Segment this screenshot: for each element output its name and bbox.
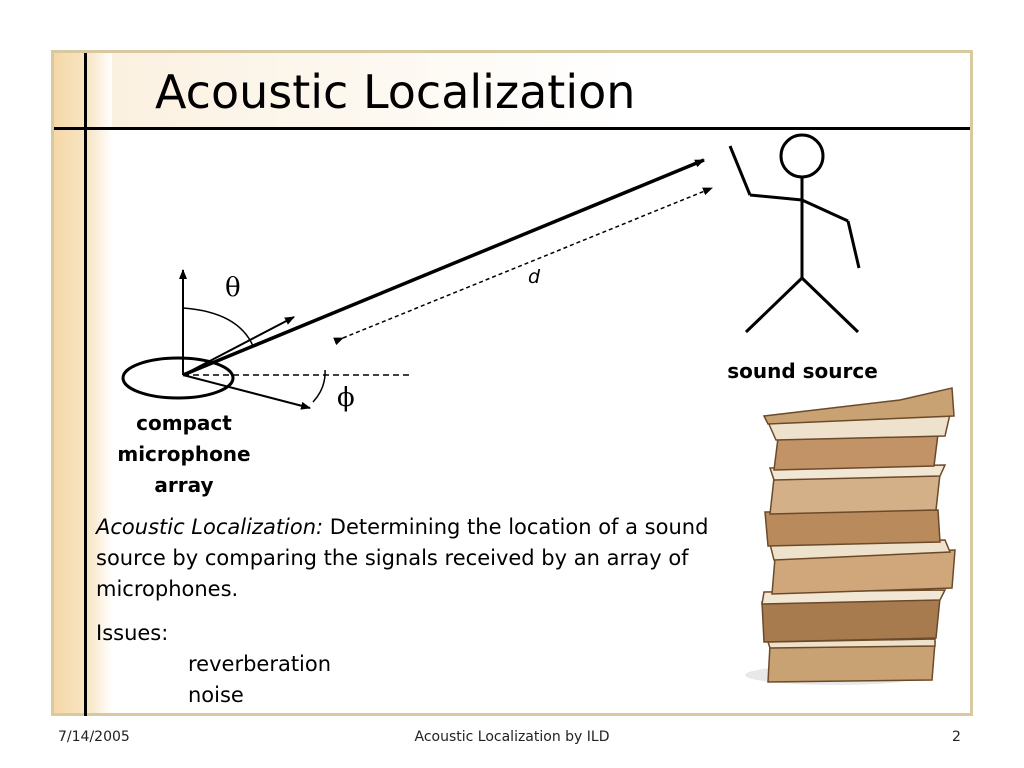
sound-source-label: sound source (727, 359, 878, 383)
microphone-array-ellipse (121, 356, 235, 400)
slide-title: Acoustic Localization (155, 65, 636, 119)
footer-page-number: 2 (952, 729, 961, 745)
phi-arc (312, 369, 326, 403)
direction-arrow-lower (182, 374, 311, 410)
footer-date: 7/14/2005 (58, 729, 130, 745)
stick-figure-icon (728, 133, 861, 334)
direction-arrow-upper (182, 316, 295, 376)
definition-term: Acoustic Localization: (96, 515, 324, 539)
title-decor-band (112, 53, 970, 128)
books-stack-icon (745, 387, 956, 685)
phi-symbol: ϕ (337, 383, 355, 413)
slide-frame (51, 50, 973, 716)
distance-label: d (528, 266, 541, 288)
vertical-rule (84, 53, 87, 716)
definition-text: Determining the location of a sound sour… (96, 515, 709, 601)
source-direction-arrow (182, 158, 705, 377)
theta-arc (182, 307, 254, 347)
definition-paragraph: Acoustic Localization: Determining the l… (96, 512, 746, 605)
horizontal-rule (54, 127, 970, 130)
array-label-line: array (154, 473, 214, 497)
theta-symbol: θ (225, 273, 241, 303)
distance-arrow (333, 187, 713, 346)
left-decor-band (54, 53, 112, 713)
microphone-array-label: compact microphone array (96, 408, 272, 501)
footer-title: Acoustic Localization by ILD (414, 729, 610, 745)
issues-heading: Issues: (96, 621, 169, 645)
issues-block: Issues: reverberation noise (96, 618, 331, 711)
array-label-line: compact (136, 411, 232, 435)
issue-item: noise (188, 683, 244, 707)
issue-item: reverberation (188, 652, 332, 676)
array-label-line: microphone (117, 442, 251, 466)
